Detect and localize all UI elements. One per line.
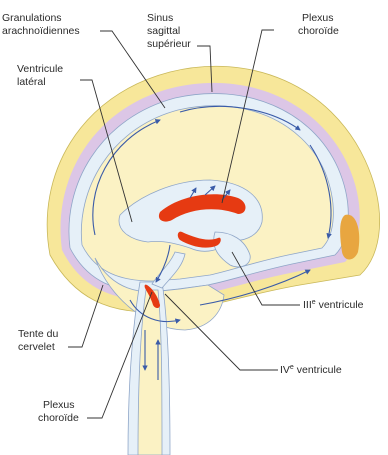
label-third-ventricle: IIIe ventricule [303,299,364,311]
label-plexus-top-line1: Plexus [302,12,334,24]
label-tente-line2: cervelet [18,341,55,353]
label-granulations: Granulations arachnoïdiennes [2,12,80,37]
label-tente-du-cervelet: Tente du cervelet [18,328,61,353]
label-sinus-line1: Sinus [147,12,173,24]
label-granulations-line2: arachnoïdiennes [2,25,80,37]
label-plexus-top: Plexus choroïde [298,12,339,37]
label-sinus-line3: supérieur [147,38,191,50]
label-plexus-bottom: Plexus choroïde [38,399,79,424]
label-ventricule-lateral: Ventricule latéral [17,63,66,88]
label-fourth-ventricle-word: ventricule [294,364,342,376]
label-fourth-ventricle-prefix: IV [280,364,290,376]
label-sinus-line2: sagittal [147,25,180,37]
label-plexus-bottom-line1: Plexus [43,399,75,411]
label-plexus-top-line2: choroïde [298,25,339,37]
label-tente-line1: Tente du [18,328,58,340]
label-fourth-ventricle: IVe ventricule [280,364,342,376]
label-third-ventricle-word: ventricule [316,299,364,311]
label-sinus-sagittal: Sinus sagittal supérieur [147,12,191,50]
label-granulations-line1: Granulations [2,12,62,24]
label-third-ventricle-prefix: III [303,299,312,311]
label-ventricule-lateral-line1: Ventricule [17,63,63,75]
label-ventricule-lateral-line2: latéral [17,76,46,88]
label-plexus-bottom-line2: choroïde [38,412,79,424]
